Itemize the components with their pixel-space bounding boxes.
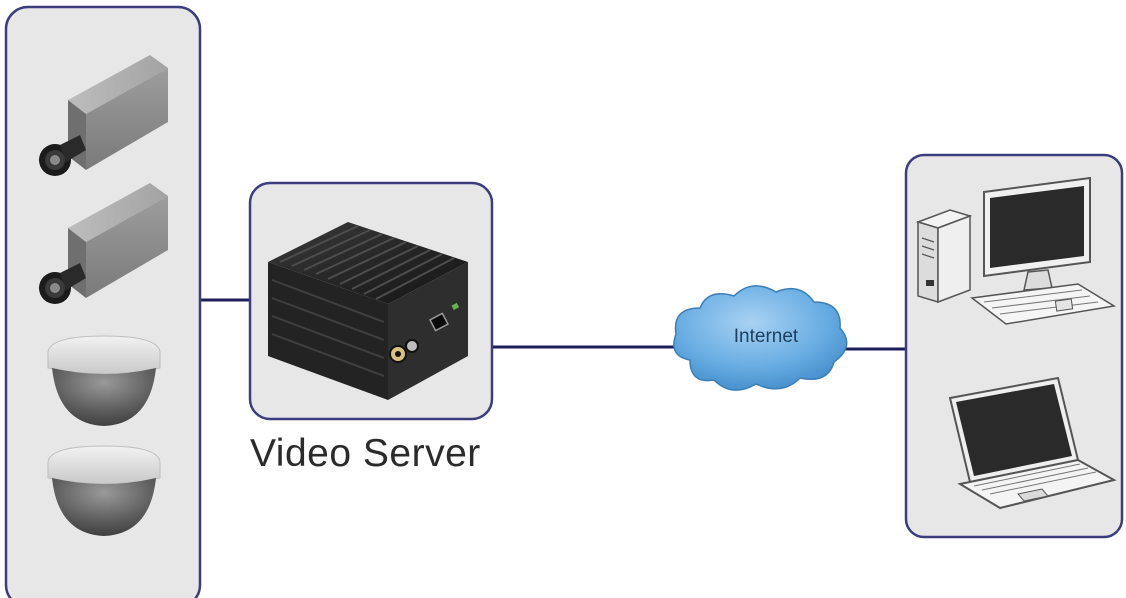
dome-camera-icon (47, 445, 161, 536)
laptop-icon (948, 376, 1117, 510)
internet-label: Internet (733, 326, 799, 347)
desktop-computer-icon (915, 176, 1117, 325)
video-server-device-icon (268, 222, 468, 400)
box-camera-icon (39, 183, 168, 304)
connection-lines (200, 298, 906, 351)
internet-cloud-icon (673, 285, 848, 391)
box-camera-icon (39, 55, 168, 176)
dome-camera-icon (47, 335, 161, 426)
video-server-label: Video Server (250, 432, 481, 475)
